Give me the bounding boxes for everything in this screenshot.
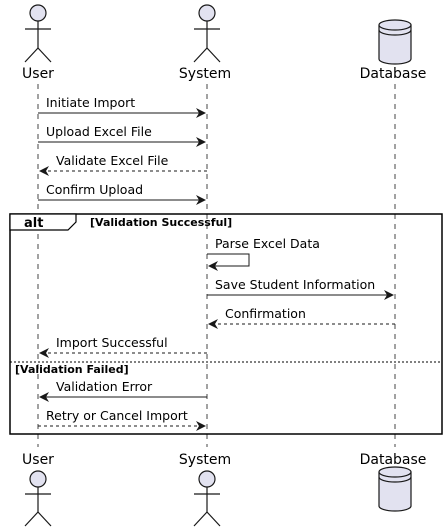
fragment-tab bbox=[9, 213, 77, 231]
message-label: Retry or Cancel Import bbox=[46, 408, 188, 423]
message-label: Validate Excel File bbox=[56, 153, 169, 168]
message-initiate-import: Initiate Import bbox=[38, 95, 206, 118]
participant-label: Database bbox=[360, 452, 427, 468]
participant-database-bottom: Database bbox=[360, 452, 427, 512]
actor-icon bbox=[193, 4, 221, 63]
message-upload-excel-file: Upload Excel File bbox=[38, 124, 206, 147]
participant-label: System bbox=[179, 452, 231, 468]
message-label: Initiate Import bbox=[46, 95, 135, 110]
fragment-guard-failure: [Validation Failed] bbox=[15, 363, 129, 376]
message-parse-excel-data: Parse Excel Data bbox=[207, 236, 320, 271]
message-retry-or-cancel-import: Retry or Cancel Import bbox=[38, 408, 206, 431]
participant-system-bottom: System bbox=[179, 452, 231, 527]
participant-label: System bbox=[179, 66, 231, 82]
message-label: Save Student Information bbox=[215, 277, 375, 292]
message-label: Import Successful bbox=[56, 335, 168, 350]
actor-icon bbox=[193, 470, 221, 527]
message-save-student-information: Save Student Information bbox=[207, 277, 394, 300]
alt-fragment: alt [Validation Successful] [Validation … bbox=[9, 213, 443, 435]
participant-system-top: System bbox=[179, 4, 231, 82]
participant-database-top: Database bbox=[360, 19, 427, 82]
actor-icon bbox=[24, 4, 52, 63]
message-import-successful: Import Successful bbox=[39, 335, 207, 358]
database-icon bbox=[378, 466, 412, 512]
participant-label: User bbox=[22, 452, 54, 468]
participant-user-bottom: User bbox=[22, 452, 54, 527]
fragment-keyword: alt bbox=[24, 216, 43, 231]
actor-icon bbox=[24, 470, 52, 527]
message-label: Validation Error bbox=[56, 379, 153, 394]
message-confirmation: Confirmation bbox=[208, 306, 395, 329]
message-validation-error: Validation Error bbox=[39, 379, 207, 402]
message-label: Upload Excel File bbox=[46, 124, 152, 139]
participant-user-top: User bbox=[22, 4, 54, 82]
message-validate-excel-file: Validate Excel File bbox=[39, 153, 207, 176]
fragment-guard-success: [Validation Successful] bbox=[90, 216, 232, 229]
participant-label: User bbox=[22, 66, 54, 82]
message-label: Confirm Upload bbox=[46, 182, 143, 197]
participant-label: Database bbox=[360, 66, 427, 82]
message-confirm-upload: Confirm Upload bbox=[38, 182, 206, 205]
message-label: Parse Excel Data bbox=[215, 236, 320, 251]
message-label: Confirmation bbox=[225, 306, 306, 321]
database-icon bbox=[378, 19, 412, 65]
